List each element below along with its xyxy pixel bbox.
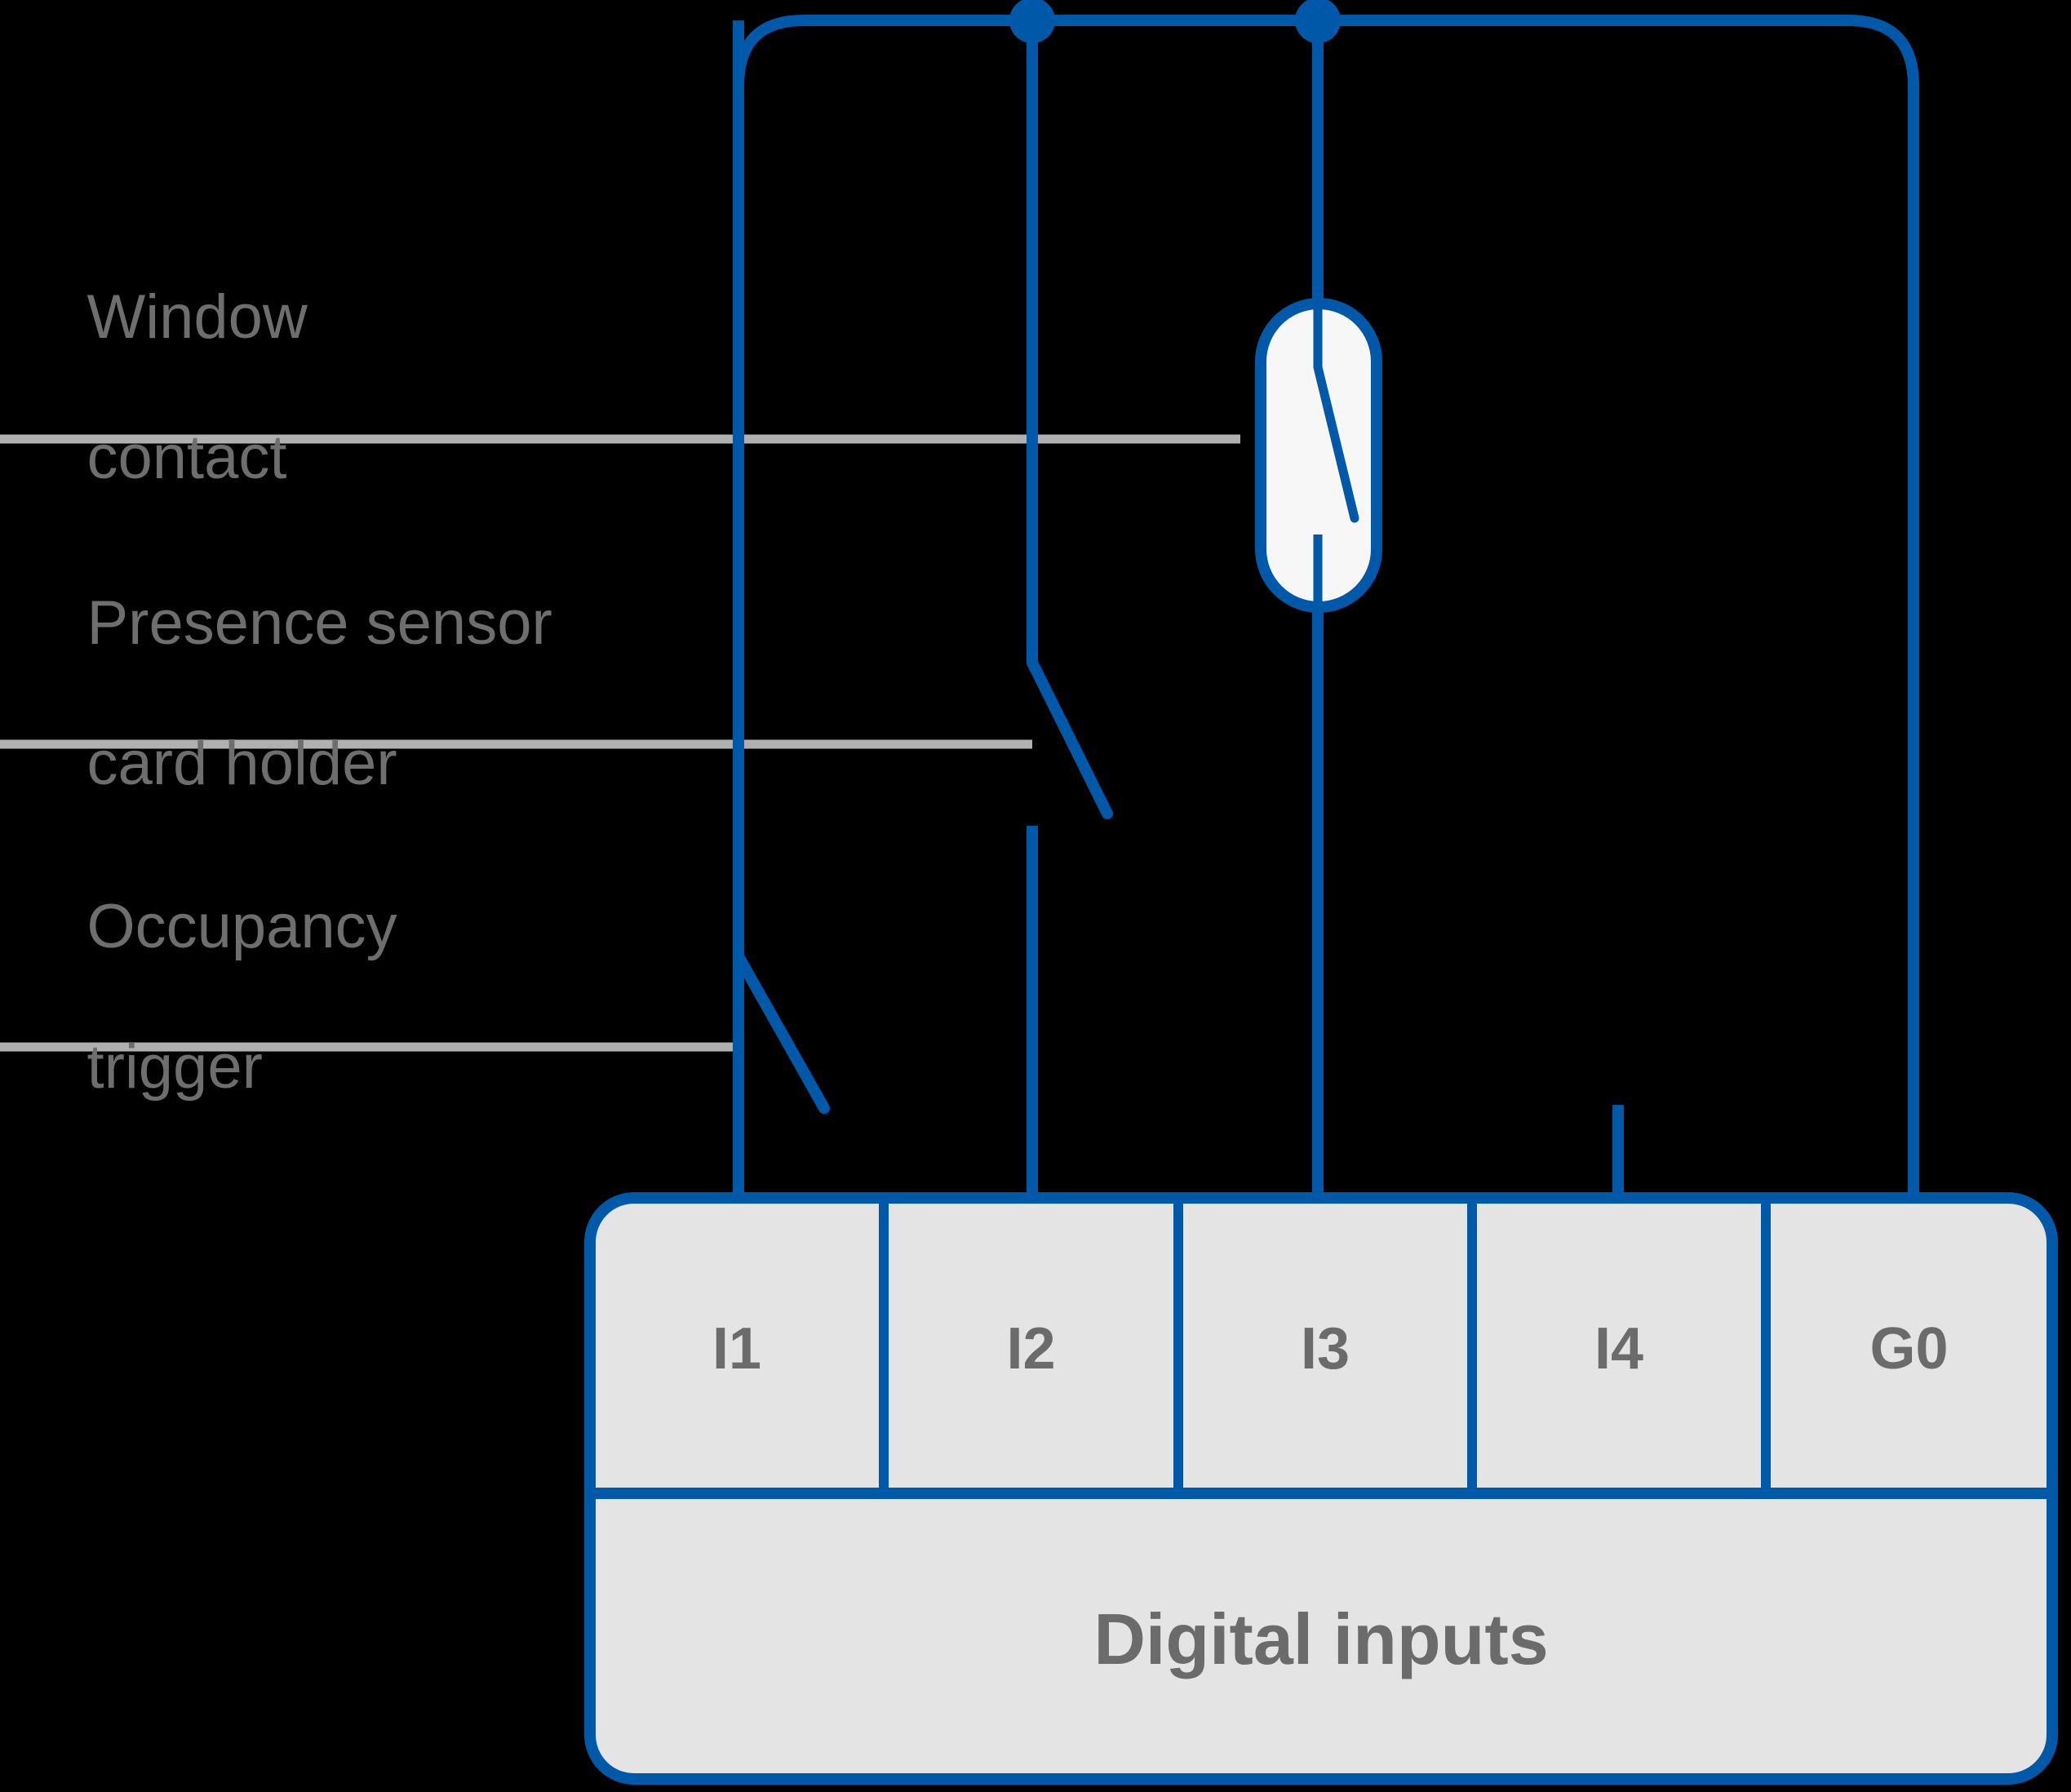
terminal-label-i4: I4 xyxy=(1594,1316,1644,1382)
terminal-label-i2: I2 xyxy=(1006,1316,1056,1382)
terminal-block-title: Digital inputs xyxy=(1093,1599,1549,1679)
label-presence-sensor-line2: card holder xyxy=(86,729,397,798)
junction-dot-i2 xyxy=(1009,0,1055,43)
label-presence-sensor: Presence sensor card holder xyxy=(18,518,552,869)
label-window-contact: Window contact xyxy=(18,212,308,563)
window-contact-inner-arm xyxy=(1313,362,1359,523)
label-presence-sensor-line1: Presence sensor xyxy=(86,588,552,658)
junction-dot-i3 xyxy=(1295,0,1341,43)
presence-sensor-switch-arm xyxy=(1027,657,1113,819)
label-window-contact-line1: Window xyxy=(86,282,308,352)
terminal-label-i3: I3 xyxy=(1300,1316,1350,1382)
occupancy-trigger-switch-arm xyxy=(733,951,830,1114)
terminal-label-i1: I1 xyxy=(712,1316,762,1382)
label-occupancy-trigger-line1: Occupancy xyxy=(86,892,397,961)
terminal-label-g0: G0 xyxy=(1869,1316,1949,1382)
label-window-contact-line2: contact xyxy=(86,423,287,492)
label-occupancy-trigger-line2: trigger xyxy=(86,1032,263,1102)
label-occupancy-trigger: Occupancy trigger xyxy=(18,822,397,1173)
